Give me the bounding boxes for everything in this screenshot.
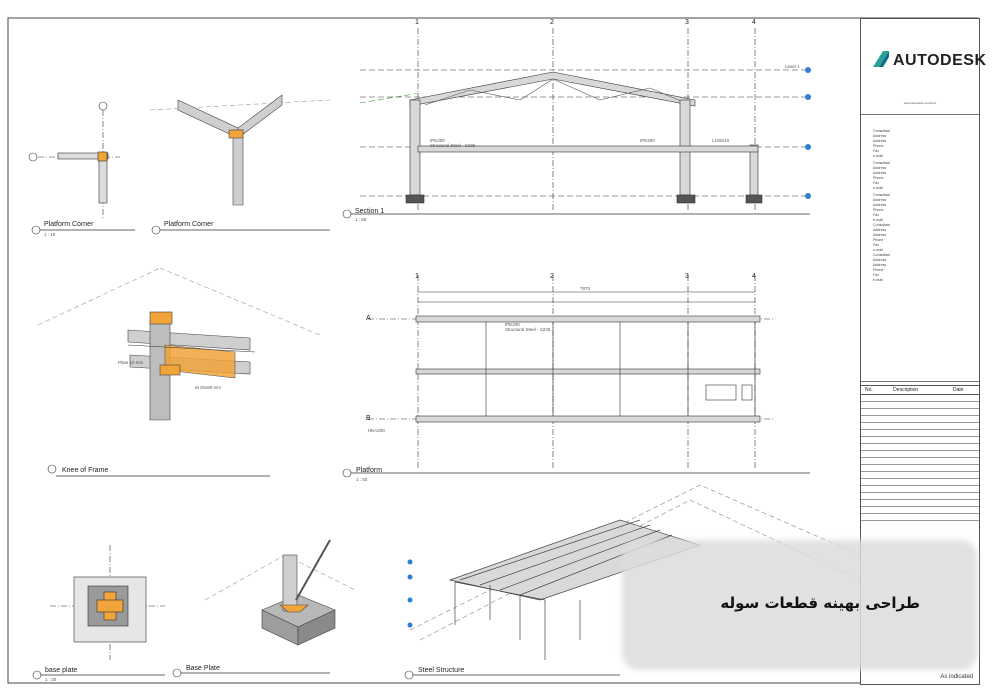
- grid-bubble-4b: 4: [752, 273, 756, 280]
- dimension-label: 7870: [580, 286, 591, 291]
- view-title-8: Steel Structure: [418, 667, 465, 674]
- member-tag-material: Structural Steel - S235: [430, 143, 476, 148]
- grid-bubble-1: 1: [415, 19, 419, 26]
- view-scale-6: 1 : 20: [45, 677, 57, 682]
- view-title-6: base plate: [45, 667, 78, 674]
- view-section-1: [359, 28, 805, 210]
- view-base-plate-plan: [50, 545, 165, 660]
- autodesk-logo-icon: [873, 51, 889, 67]
- view-scale-3: 1 : 50: [355, 217, 367, 222]
- brand-url: www.autodesk.com/revit: [903, 101, 937, 105]
- view-scale-1: 1 : 10: [44, 232, 56, 237]
- grid-bubble-4: 4: [752, 19, 756, 26]
- logo-area: AUTODESK www.autodesk.com/revit: [861, 19, 986, 115]
- row-bubble-b: B: [366, 415, 371, 422]
- view-title-4: Knee of Frame: [62, 467, 109, 474]
- member-tag-l: L100x10: [712, 138, 730, 143]
- grid-bubble-2b: 2: [550, 273, 554, 280]
- sheet-scale: As indicated: [940, 674, 973, 680]
- member-tag-bolt: M 20x80 mm: [195, 385, 222, 390]
- view-knee-of-frame: [37, 267, 321, 421]
- view-scale-5: 1 : 50: [356, 477, 368, 482]
- grid-bubble-3b: 3: [685, 273, 689, 280]
- view-title-2: Platform Corner: [164, 221, 214, 228]
- blurred-overlay: [622, 540, 977, 670]
- row-bubble-a: A: [366, 315, 371, 322]
- level-tag: Level 1: [785, 64, 800, 69]
- grid-bubble-1b: 1: [415, 273, 419, 280]
- grid-bubble-3: 3: [685, 19, 689, 26]
- level-markers-3d: [407, 559, 413, 628]
- revision-header: No. Description Date: [861, 385, 979, 395]
- level-markers: [805, 67, 811, 199]
- view-title-1: Platform Corner: [44, 221, 94, 228]
- overlay-caption: طراحی بهینه قطعات سوله: [720, 594, 920, 612]
- view-title-7: Base Plate: [186, 665, 220, 672]
- member-tag-material-3: Structural Steel - S235: [505, 327, 551, 332]
- view-title-5: Platform: [356, 467, 383, 474]
- member-tag-ipe-2: IPE200: [640, 138, 655, 143]
- view-platform-corner-plan: [28, 101, 120, 220]
- revision-table: No. Description Date: [861, 385, 979, 525]
- view-title-3: Section 1: [355, 208, 385, 215]
- member-tag-ipe-3: IPE200: [505, 322, 520, 327]
- view-platform-corner-3d: [149, 94, 331, 206]
- brand-name: AUTODESK: [893, 52, 987, 69]
- member-tag-ipe: IPE200: [430, 138, 445, 143]
- view-platform-plan: [368, 275, 775, 468]
- member-tag-plate: Plate 10 mm: [118, 360, 144, 365]
- view-base-plate-3d: [204, 539, 356, 646]
- member-tag-hea: HEA200: [368, 428, 385, 433]
- grid-bubble-2: 2: [550, 19, 554, 26]
